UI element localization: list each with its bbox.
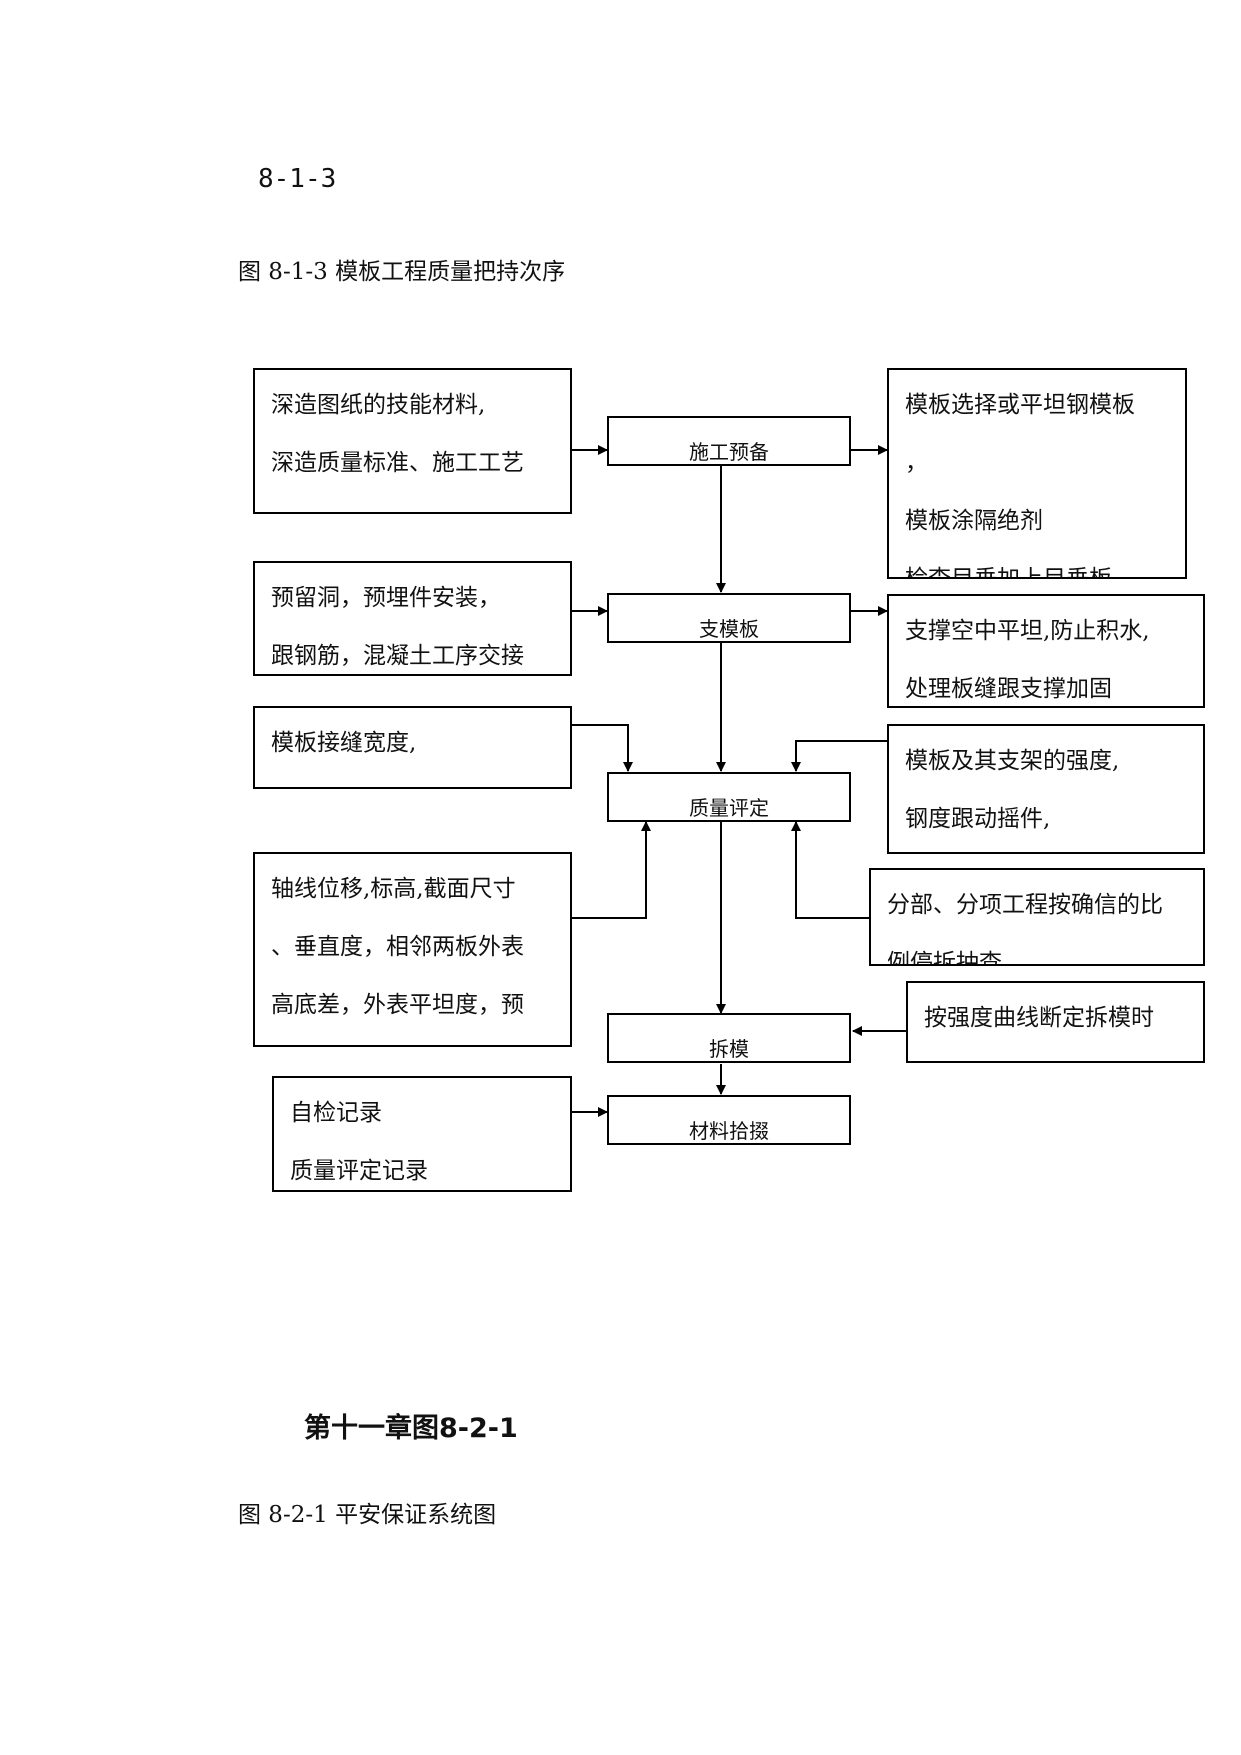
left-box-tolerances: 轴线位移,标高,截面尺寸 、垂直度，相邻两板外表 高底差，外表平坦度，预 bbox=[253, 852, 572, 1047]
left-box-prep-materials: 深造图纸的技能材料, 深造质量标准、施工工艺 bbox=[253, 368, 572, 514]
step-label: 支模板 bbox=[699, 617, 759, 641]
step-construction-prep: 施工预备 bbox=[607, 416, 851, 466]
box-line: 深造图纸的技能材料, bbox=[271, 392, 486, 418]
arrow-left3-to-eval bbox=[572, 724, 633, 772]
box-line: 分部、分项工程按确信的比 bbox=[887, 892, 1163, 918]
box-line: 支撑空中平坦,防止积水, bbox=[905, 618, 1150, 644]
right-box-strength: 模板及其支架的强度, 钢度跟动摇件, bbox=[887, 724, 1205, 854]
left-box-joint-width: 模板接缝宽度, bbox=[253, 706, 572, 789]
step-formwork-stripping: 拆模 bbox=[607, 1013, 851, 1063]
step-label: 质量评定 bbox=[689, 796, 769, 820]
left-box-records: 自检记录 质量评定记录 bbox=[272, 1076, 572, 1192]
right-box-support-level: 支撑空中平坦,防止积水, 处理板缝跟支撑加固 bbox=[887, 594, 1205, 708]
box-line: ， bbox=[905, 450, 928, 476]
box-line: 质量评定记录 bbox=[290, 1158, 428, 1184]
right-box-formwork-selection: 模板选择或平坦钢模板 ， 模板涂隔绝剂 检查目垂加上目垂板 bbox=[887, 368, 1187, 579]
step-label: 施工预备 bbox=[689, 440, 769, 464]
step-formwork-setup: 支模板 bbox=[607, 593, 851, 643]
box-line: 高底差，外表平坦度，预 bbox=[271, 992, 524, 1018]
left-box-embedded-parts: 预留洞，预埋件安装， 跟钢筋，混凝土工序交接 bbox=[253, 561, 572, 676]
box-line: 模板接缝宽度, bbox=[271, 730, 417, 756]
box-line: 处理板缝跟支撑加固 bbox=[905, 676, 1112, 702]
figure-caption-2: 图 8-2-1 平安保证系统图 bbox=[238, 1502, 497, 1528]
arrow-right3-to-eval bbox=[791, 740, 889, 772]
step-label: 材料拾掇 bbox=[689, 1119, 769, 1143]
box-line: 、垂直度，相邻两板外表 bbox=[271, 934, 524, 960]
box-line: 模板及其支架的强度, bbox=[905, 748, 1120, 774]
box-line: 例停拆抽查 bbox=[887, 950, 1002, 966]
box-line: 轴线位移,标高,截面尺寸 bbox=[271, 876, 516, 902]
box-line: 检查目垂加上目垂板 bbox=[905, 566, 1112, 579]
arrow-right4-to-eval bbox=[791, 821, 870, 919]
chapter-heading: 第十一章图8-2-1 bbox=[304, 1413, 518, 1444]
box-line: 深造质量标准、施工工艺 bbox=[271, 450, 524, 476]
box-line: 跟钢筋，混凝土工序交接 bbox=[271, 643, 524, 669]
figure-caption: 图 8-1-3 模板工程质量把持次序 bbox=[238, 259, 566, 285]
step-label: 拆模 bbox=[709, 1037, 749, 1061]
step-quality-evaluation: 质量评定 bbox=[607, 772, 851, 822]
right-box-spot-check: 分部、分项工程按确信的比 例停拆抽查 bbox=[869, 868, 1205, 966]
box-line: 模板涂隔绝剂 bbox=[905, 508, 1043, 534]
step-material-cleanup: 材料拾掇 bbox=[607, 1095, 851, 1145]
box-line: 钢度跟动摇件, bbox=[905, 806, 1051, 832]
arrow-left4-to-eval bbox=[572, 821, 651, 919]
box-line: 按强度曲线断定拆模时 bbox=[924, 1005, 1154, 1031]
right-box-strength-curve: 按强度曲线断定拆模时 bbox=[906, 981, 1205, 1063]
box-line: 自检记录 bbox=[290, 1100, 382, 1126]
section-heading: 8-1-3 bbox=[258, 164, 337, 194]
box-line: 模板选择或平坦钢模板 bbox=[905, 392, 1135, 418]
box-line: 预留洞，预埋件安装， bbox=[271, 585, 501, 611]
